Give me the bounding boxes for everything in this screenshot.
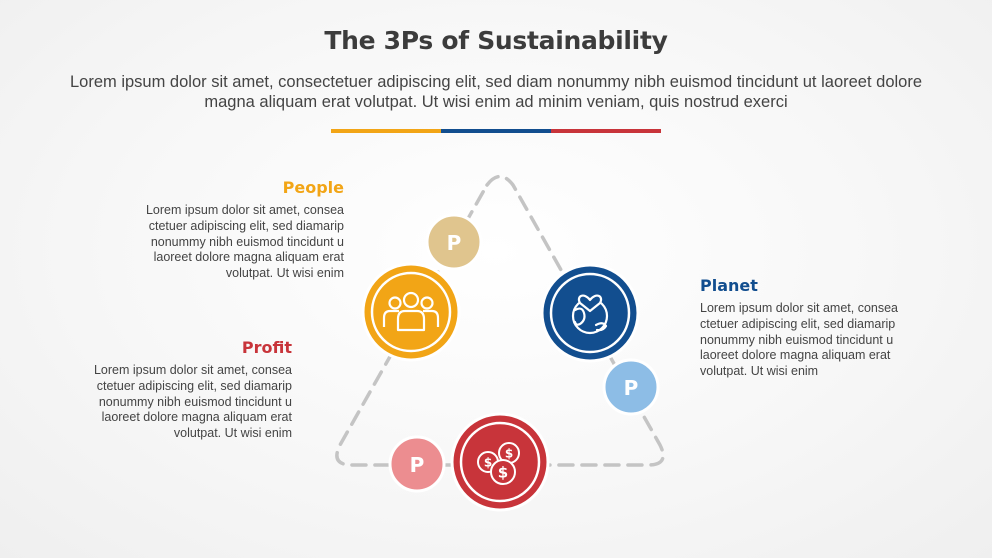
- planet-badge: P: [602, 358, 660, 416]
- profit-heading: Profit: [241, 338, 292, 357]
- profit-circle: $ $ $: [450, 412, 550, 512]
- planet-heading: Planet: [700, 276, 758, 295]
- underline-profit: [551, 129, 661, 133]
- earth-heart-icon: [571, 294, 609, 335]
- page-subtitle: Lorem ipsum dolor sit amet, consectetuer…: [69, 73, 923, 111]
- planet-badge-label: P: [624, 376, 639, 400]
- underline-planet: [441, 129, 551, 133]
- people-badge-label: P: [447, 231, 462, 255]
- profit-body: Lorem ipsum dolor sit amet, consea ctetu…: [93, 363, 292, 441]
- people-block: People Lorem ipsum dolor sit amet, conse…: [110, 178, 344, 282]
- planet-circle: [540, 263, 640, 363]
- svg-text:$: $: [484, 456, 492, 470]
- dollar-coins-icon: $ $ $: [477, 442, 520, 485]
- people-group-icon: [382, 291, 440, 332]
- profit-block: Profit Lorem ipsum dolor sit amet, conse…: [58, 338, 292, 442]
- profit-badge: P: [388, 435, 446, 493]
- svg-text:$: $: [498, 464, 508, 482]
- page-title: The 3Ps of Sustainability: [324, 26, 668, 55]
- dashed-triangle: [335, 174, 665, 467]
- people-circle: [361, 262, 461, 362]
- underline-people: [331, 129, 441, 133]
- svg-text:$: $: [505, 447, 513, 461]
- title-underline: [331, 129, 661, 133]
- people-badge: P: [425, 213, 483, 271]
- people-body: Lorem ipsum dolor sit amet, consea ctetu…: [145, 203, 344, 281]
- profit-badge-label: P: [410, 453, 425, 477]
- planet-block: Planet Lorem ipsum dolor sit amet, conse…: [700, 276, 934, 380]
- planet-body: Lorem ipsum dolor sit amet, consea ctetu…: [700, 301, 899, 379]
- people-heading: People: [282, 178, 344, 197]
